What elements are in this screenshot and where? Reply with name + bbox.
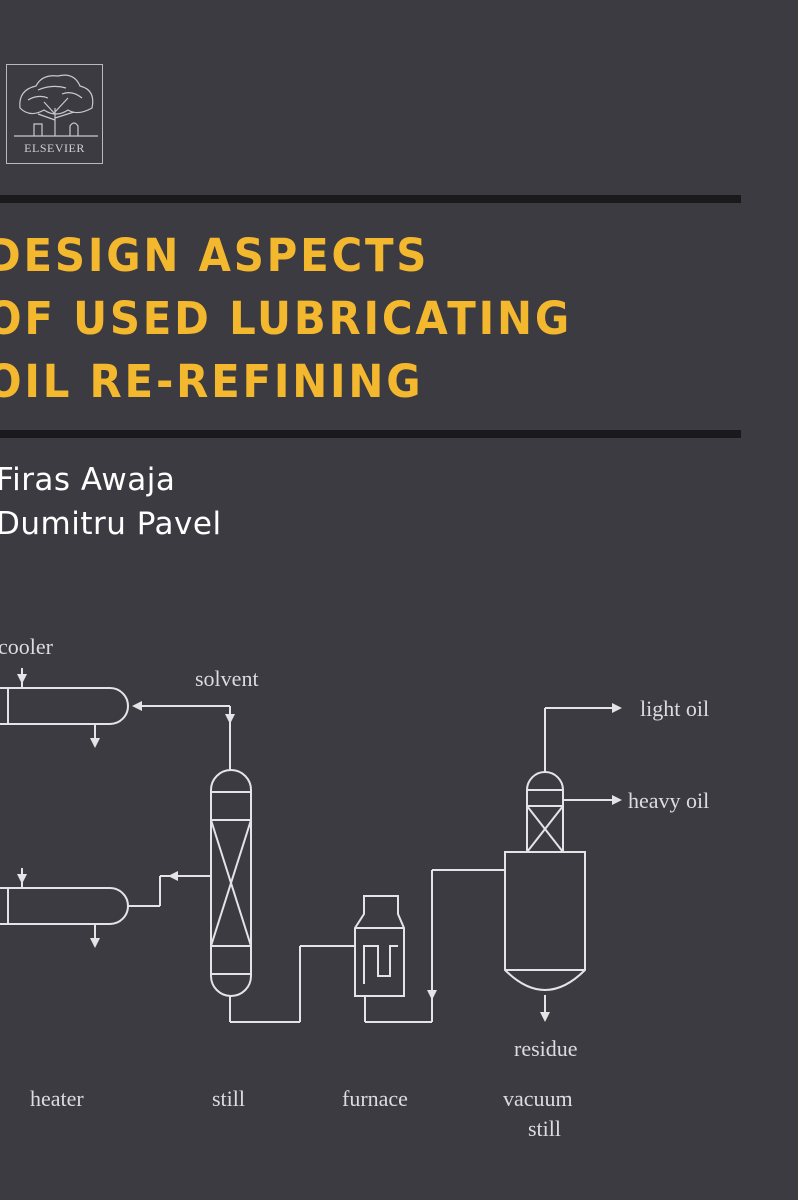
publisher-logo: ELSEVIER — [6, 64, 103, 164]
label-solvent: solvent — [195, 666, 259, 691]
label-heavy-oil: heavy oil — [628, 788, 709, 813]
label-still: still — [212, 1086, 245, 1111]
process-flow-diagram: cooler solvent light oil heavy oil resid… — [0, 634, 709, 1141]
title-line-3: OIL RE-REFINING — [0, 355, 424, 408]
label-vacuum-still: still — [528, 1116, 561, 1141]
author-1: Firas Awaja — [0, 462, 176, 498]
author-2: Dumitru Pavel — [0, 506, 222, 542]
label-furnace: furnace — [342, 1086, 408, 1111]
title-line-1: DESIGN ASPECTS — [0, 229, 430, 282]
top-rule — [0, 195, 741, 203]
bottom-rule — [0, 430, 741, 438]
label-residue: residue — [514, 1036, 578, 1061]
tree-emblem-icon — [14, 74, 98, 137]
label-heater: heater — [30, 1086, 84, 1111]
cooler-vessel-bottom — [0, 887, 129, 925]
label-cooler: cooler — [0, 634, 54, 659]
furnace — [354, 895, 405, 997]
title-line-2: OF USED LUBRICATING — [0, 292, 572, 345]
label-light-oil: light oil — [640, 696, 709, 721]
cooler-vessel-top — [0, 687, 129, 725]
publisher-name: ELSEVIER — [24, 141, 85, 155]
label-vacuum: vacuum — [503, 1086, 573, 1111]
